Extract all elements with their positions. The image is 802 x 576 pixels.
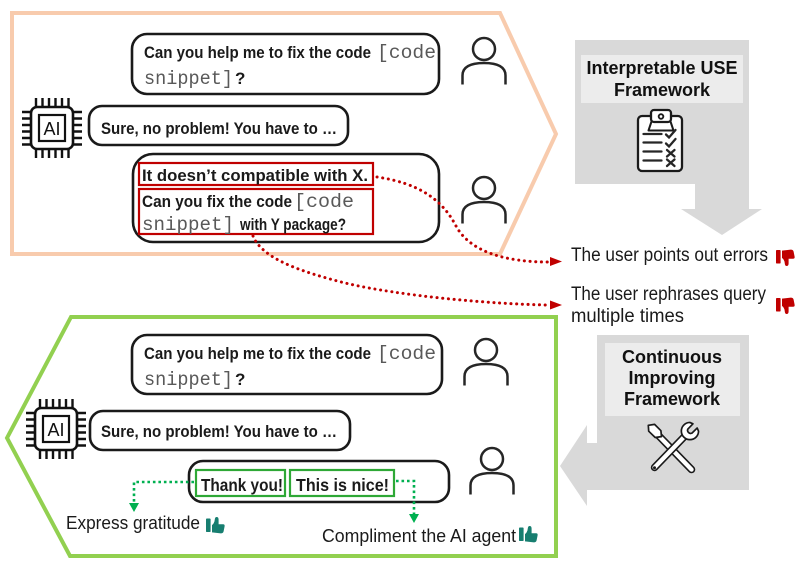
- svg-text:[code: [code: [294, 191, 354, 213]
- svg-text:The user rephrases query: The user rephrases query: [571, 284, 766, 305]
- svg-text:Continuous: Continuous: [622, 347, 722, 367]
- svg-text:Framework: Framework: [624, 389, 721, 409]
- svg-text:?: ?: [235, 370, 245, 389]
- svg-text:Thank you!: Thank you!: [201, 475, 283, 495]
- svg-text:snippet]: snippet]: [144, 68, 233, 90]
- svg-text:Sure, no problem! You have to: Sure, no problem! You have to …: [101, 119, 337, 138]
- svg-text:Can you help me to fix the cod: Can you help me to fix the code: [144, 344, 371, 363]
- svg-text:?: ?: [235, 69, 245, 88]
- svg-text:This is nice!: This is nice!: [296, 475, 389, 495]
- svg-text:snippet]: snippet]: [144, 369, 233, 391]
- svg-text:[code: [code: [377, 343, 436, 365]
- svg-text:with Y package?: with Y package?: [239, 215, 346, 234]
- svg-text:Compliment the AI agent: Compliment the AI agent: [322, 525, 516, 546]
- svg-text:Express gratitude: Express gratitude: [66, 513, 200, 533]
- svg-text:The user points out errors: The user points out errors: [571, 245, 768, 266]
- svg-text:Improving: Improving: [628, 368, 715, 388]
- svg-text:[code: [code: [377, 42, 436, 64]
- svg-text:Interpretable USE: Interpretable USE: [586, 58, 737, 78]
- svg-text:snippet]: snippet]: [142, 214, 234, 236]
- svg-text:It doesn’t compatible with X.: It doesn’t compatible with X.: [142, 166, 368, 185]
- svg-text:Framework: Framework: [614, 80, 711, 100]
- svg-text:Can you help me to fix the cod: Can you help me to fix the code: [144, 43, 371, 62]
- svg-text:multiple times: multiple times: [571, 306, 684, 327]
- svg-text:Sure, no problem! You have to: Sure, no problem! You have to …: [101, 422, 337, 441]
- svg-text:Can you fix the code: Can you fix the code: [142, 192, 292, 211]
